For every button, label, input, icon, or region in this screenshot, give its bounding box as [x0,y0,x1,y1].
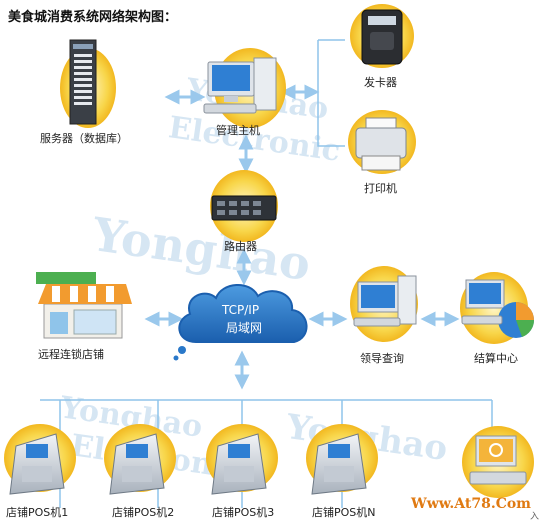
pos-terminal-icon [206,424,278,495]
label-printer: 打印机 [364,182,397,195]
link-arrows [144,84,460,390]
cloud-network-icon [173,284,308,361]
label-router: 路由器 [224,240,257,253]
card-reader-icon [350,4,414,68]
label-pos2: 店铺POS机2 [112,506,175,519]
label-network: TCP/IP [222,303,260,317]
label-manager: 管理主机 [216,124,260,137]
server-rack-icon [60,39,116,128]
pie-chart-computer-icon [460,272,534,344]
label-settlement: 结算中心 [474,352,518,365]
router-icon [210,170,278,242]
desktop-computer-icon [462,426,534,498]
pos-terminal-icon [104,424,176,495]
diagram-title: 美食城消费系统网络架构图： [8,10,178,25]
label-pos1: 店铺POS机1 [6,506,69,519]
label-network: 局域网 [226,321,263,335]
label-posn: 店铺POS机N [312,506,376,519]
label-card-issuer: 发卡器 [364,76,397,89]
site-watermark: Www.At78.Com [410,496,531,512]
desktop-computer-icon [350,266,418,342]
label-pos3: 店铺POS机3 [212,506,275,519]
pos-terminal-icon [4,424,76,495]
desktop-computer-icon [203,48,286,128]
label-leader-query: 领导查询 [360,352,404,365]
label-server: 服务器（数据库） [40,132,128,145]
link-issuer-printer [317,40,345,147]
printer-icon [348,110,416,174]
label-remote-store: 远程连锁店铺 [38,348,104,361]
storefront-icon [36,272,132,339]
pos-terminal-icon [306,424,378,495]
footer-tail-text: 入 [530,512,540,522]
